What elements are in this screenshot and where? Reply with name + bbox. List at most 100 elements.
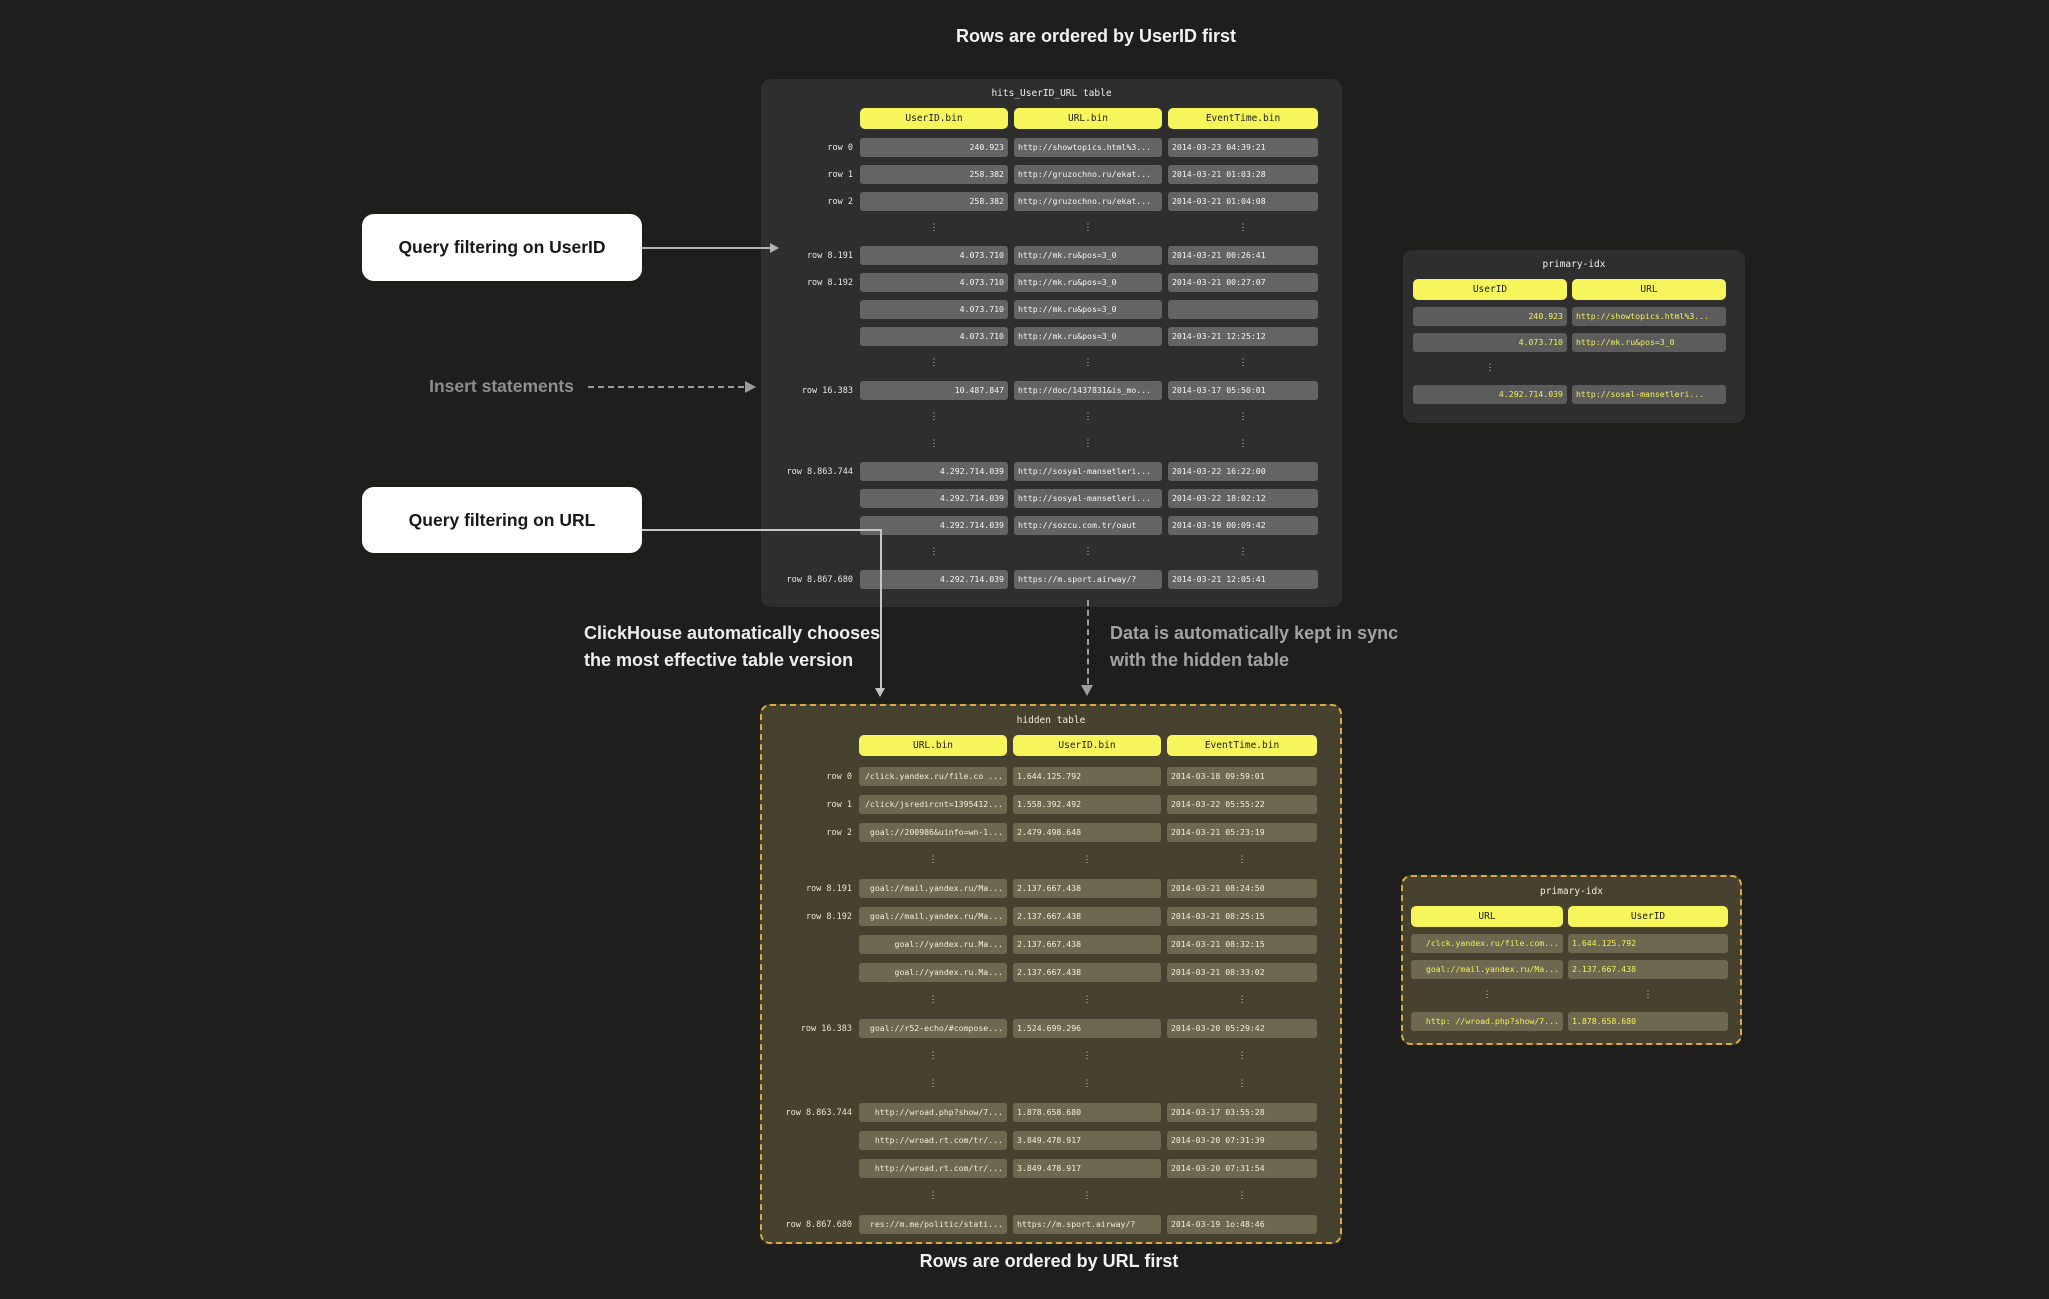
ellipsis-icon: ⋮ bbox=[1238, 439, 1248, 449]
hidden-table-title: hidden table bbox=[1016, 715, 1086, 726]
table-cell: http://gruzochno.ru/ekat... bbox=[1014, 165, 1162, 184]
top-caption: Rows are ordered by UserID first bbox=[955, 26, 1237, 46]
row-label: row 8.863.744 bbox=[785, 1107, 852, 1118]
primary-idx-url-title: primary-idx bbox=[1540, 886, 1603, 897]
ellipsis-icon: ⋮ bbox=[1485, 363, 1495, 373]
table-cell: https://m.sport.airway/? bbox=[1014, 570, 1162, 589]
ellipsis-icon: ⋮ bbox=[1237, 1051, 1247, 1061]
row-label: row 8.192 bbox=[806, 277, 853, 288]
ellipsis-icon: ⋮ bbox=[928, 1079, 938, 1089]
table-cell: 4.073.710 bbox=[1413, 333, 1567, 352]
row-label: row 8.863.744 bbox=[786, 466, 853, 477]
table-cell: 2014-03-17 03:55:28 bbox=[1167, 1103, 1317, 1122]
table-row: goal://mail.yandex.ru/Ma...2.137.667.438 bbox=[1411, 960, 1740, 979]
table-cell: http://sosal-mansetleri... bbox=[1572, 385, 1726, 404]
ellipsis-icon: ⋮ bbox=[1082, 1051, 1092, 1061]
ellipsis-icon: ⋮ bbox=[1082, 1079, 1092, 1089]
table-row: row 1/click/jsredircnt=1395412...1.558.3… bbox=[762, 795, 1340, 814]
table-cell: http://wroad.php?show/7... bbox=[859, 1103, 1007, 1122]
table-cell: goal://yandex.ru.Ma... bbox=[859, 963, 1007, 982]
query-filtering-url-box: Query filtering on URL bbox=[362, 487, 642, 553]
table-cell: 258.382 bbox=[860, 165, 1008, 184]
table-cell: 4.292.714.039 bbox=[860, 462, 1008, 481]
query-userid-arrow-line bbox=[642, 247, 770, 249]
table-cell: 2.137.667.438 bbox=[1013, 963, 1161, 982]
insert-statements-label: Insert statements bbox=[429, 376, 574, 396]
table-cell: 2014-03-21 12:05:41 bbox=[1168, 570, 1318, 589]
row-label: row 1 bbox=[826, 799, 852, 810]
kept-in-sync-line1: Data is automatically kept in sync bbox=[1110, 623, 1399, 643]
table-cell: 2.137.667.438 bbox=[1013, 907, 1161, 926]
table-row: ⋮ bbox=[1413, 359, 1745, 378]
bottom-caption: Rows are ordered by URL first bbox=[919, 1251, 1179, 1271]
table-cell: 1.644.125.792 bbox=[1568, 934, 1728, 953]
ellipsis-icon: ⋮ bbox=[1082, 995, 1092, 1005]
table-row: 4.073.710 http://mk.ru&pos=3_0 2014-03-21 … bbox=[761, 327, 1342, 346]
table-row: ⋮⋮⋮ bbox=[762, 991, 1340, 1010]
ellipsis-icon: ⋮ bbox=[1643, 990, 1653, 1000]
table-cell: 4.073.710 bbox=[860, 273, 1008, 292]
ellipsis-icon: ⋮ bbox=[1083, 223, 1093, 233]
row-label: row 16.383 bbox=[801, 385, 853, 396]
table-cell: 10.487.847 bbox=[860, 381, 1008, 400]
auto-choose-text: ClickHouse automatically chooses the mos… bbox=[584, 620, 880, 674]
table-cell: 2014-03-20 05:29:42 bbox=[1167, 1019, 1317, 1038]
ellipsis-icon: ⋮ bbox=[1237, 855, 1247, 865]
table-cell: 4.292.714.039 bbox=[860, 489, 1008, 508]
query-url-arrow-head-icon bbox=[875, 688, 885, 697]
ellipsis-icon: ⋮ bbox=[1083, 547, 1093, 557]
table-cell: http://mk.ru&pos=3_0 bbox=[1014, 300, 1162, 319]
auto-choose-line1: ClickHouse automatically chooses bbox=[584, 623, 881, 643]
column-header: UserID bbox=[1413, 279, 1567, 300]
table-cell: http://gruzochno.ru/ekat... bbox=[1014, 192, 1162, 211]
table-cell: http://mk.ru&pos=3_0 bbox=[1014, 327, 1162, 346]
ellipsis-icon: ⋮ bbox=[1082, 855, 1092, 865]
table-cell: goal://mail.yandex.ru/Ma... bbox=[1411, 960, 1563, 979]
row-label: row 8.191 bbox=[805, 883, 852, 894]
ellipsis-icon: ⋮ bbox=[1237, 1079, 1247, 1089]
table-cell: goal://yandex.ru.Ma... bbox=[859, 935, 1007, 954]
table-cell: https://m.sport.airway/? bbox=[1013, 1215, 1161, 1234]
table-row: ⋮⋮ bbox=[1411, 986, 1740, 1005]
row-label: row 0 bbox=[827, 142, 853, 153]
table-cell: http: //wroad.php?show/7... bbox=[1411, 1012, 1563, 1031]
ellipsis-icon: ⋮ bbox=[929, 547, 939, 557]
table-row: ⋮⋮⋮ bbox=[761, 435, 1342, 454]
ellipsis-icon: ⋮ bbox=[928, 1191, 938, 1201]
table-cell: 2.479.498.648 bbox=[1013, 823, 1161, 842]
table-cell: http://sozcu.com.tr/oaut bbox=[1014, 516, 1162, 535]
table-cell: 4.073.710 bbox=[860, 327, 1008, 346]
table-row: ⋮⋮⋮ bbox=[762, 1187, 1340, 1206]
row-label: row 8.191 bbox=[806, 250, 853, 261]
table-cell: 2014-03-22 18:02:12 bbox=[1168, 489, 1318, 508]
table-cell: 2014-03-23 04:39:21 bbox=[1168, 138, 1318, 157]
query-url-arrow-horizontal-line bbox=[642, 529, 882, 531]
table-cell: 2014-03-21 12:25:12 bbox=[1168, 327, 1318, 346]
table-cell: goal://r52-echo/#compose... bbox=[859, 1019, 1007, 1038]
column-header: URL.bin bbox=[859, 735, 1007, 756]
table-row: /clck.yandex.ru/file.com... 1.644.125.792 bbox=[1411, 934, 1740, 953]
column-header: UserID.bin bbox=[1013, 735, 1161, 756]
table-cell: 2014-03-22 05:55:22 bbox=[1167, 795, 1317, 814]
table-cell: http://showtopics.html%3... bbox=[1014, 138, 1162, 157]
row-label: row 0 bbox=[826, 771, 852, 782]
table-cell: /clck.yandex.ru/file.com... bbox=[1411, 934, 1563, 953]
table-row: ⋮⋮⋮ bbox=[761, 543, 1342, 562]
